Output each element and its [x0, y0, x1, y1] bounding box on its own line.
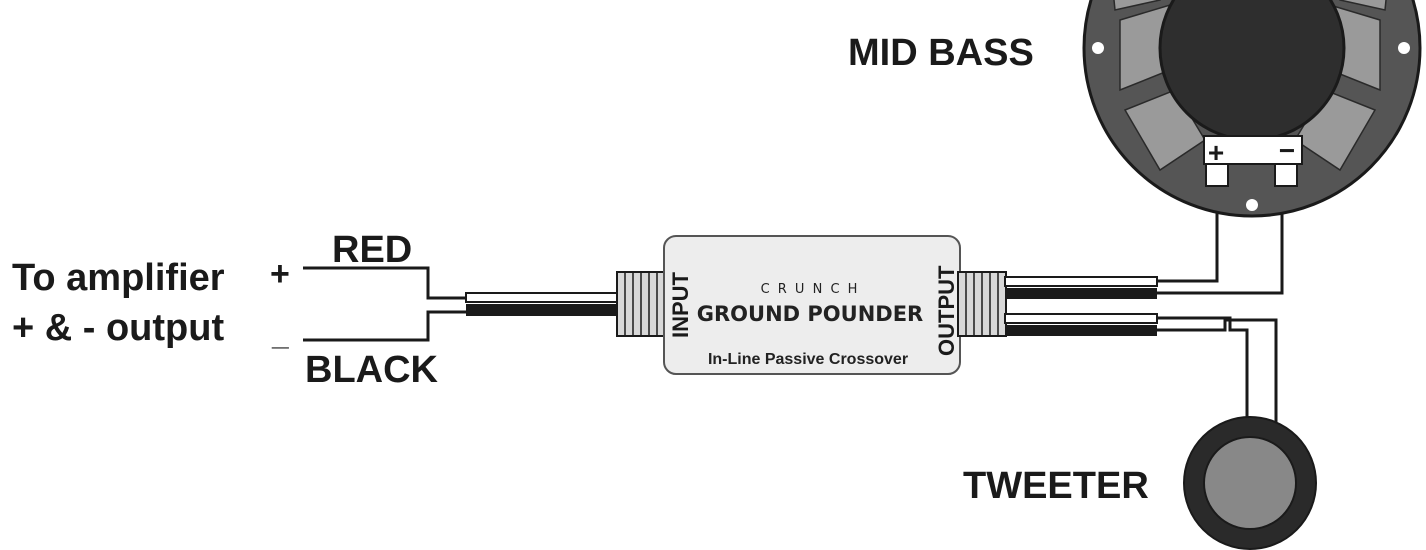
speaker-wires	[1157, 182, 1284, 425]
positive-sign: +	[270, 255, 290, 293]
crossover-brand: C R U N C H	[761, 282, 860, 297]
midbass-negative-wire	[1157, 182, 1284, 295]
amplifier-label-line2: + & - output	[12, 307, 224, 349]
crossover-caption: In-Line Passive Crossover	[708, 351, 908, 368]
mounting-hole	[1092, 42, 1104, 54]
output-grommet	[957, 271, 1007, 337]
crossover-input-label: INPUT	[668, 271, 693, 338]
midbass-terminal-block: + −	[1203, 135, 1303, 187]
midbass-speaker: + −	[1082, 0, 1422, 218]
mounting-hole	[1246, 199, 1258, 211]
negative-sign: _	[271, 319, 289, 352]
output-cable-midbass	[1004, 276, 1158, 299]
input-grommet	[616, 271, 666, 337]
black-wire-label: BLACK	[305, 349, 439, 391]
red-wire	[303, 266, 470, 300]
tweeter-speaker	[1183, 416, 1317, 550]
midbass-positive-wire	[1157, 182, 1219, 283]
crossover-model: GROUND POUNDER	[697, 302, 923, 326]
output-cable-tweeter	[1004, 313, 1158, 336]
tweeter-negative-wire	[1157, 318, 1278, 425]
mounting-hole	[1398, 42, 1410, 54]
tweeter-label: TWEETER	[963, 465, 1149, 507]
mid-bass-label: MID BASS	[848, 32, 1034, 74]
tweeter-dome	[1203, 436, 1297, 530]
input-wires	[303, 266, 470, 342]
midbass-positive-terminal: +	[1208, 137, 1224, 168]
crossover-unit: INPUT OUTPUT C R U N C H GROUND POUNDER …	[616, 235, 1007, 375]
input-cable	[465, 292, 619, 316]
black-wire	[303, 310, 470, 342]
red-wire-label: RED	[332, 229, 412, 271]
tweeter-positive-wire	[1157, 316, 1249, 425]
midbass-negative-terminal: −	[1279, 135, 1295, 166]
amplifier-label-line1: To amplifier	[12, 257, 225, 299]
crossover-output-label: OUTPUT	[934, 265, 959, 356]
